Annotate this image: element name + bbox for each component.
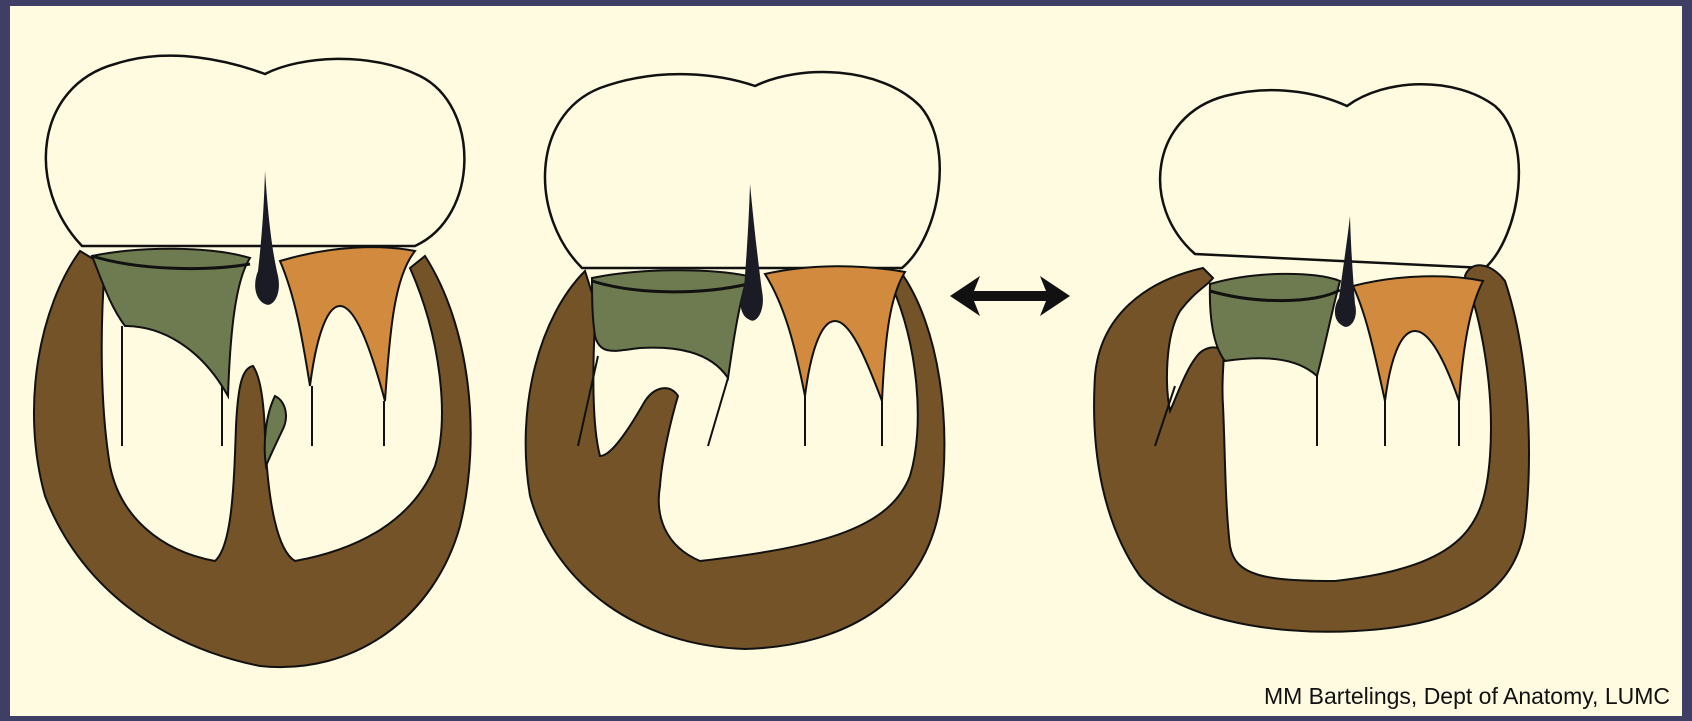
heart-diagram-3	[1085, 6, 1605, 716]
atria-outline	[46, 56, 465, 246]
diagram-canvas: MM Bartelings, Dept of Anatomy, LUMC	[10, 6, 1682, 716]
heart-diagram-2	[500, 6, 960, 716]
right-av-valve	[765, 266, 905, 401]
left-av-valve	[1210, 274, 1340, 376]
left-valve-leaflet	[265, 396, 286, 466]
heart-diagram-1	[10, 6, 510, 716]
double-headed-arrow-icon	[940, 271, 1080, 321]
atria-outline	[545, 72, 940, 268]
left-av-valve	[92, 249, 250, 396]
right-av-valve	[1353, 276, 1483, 401]
image-credit: MM Bartelings, Dept of Anatomy, LUMC	[1264, 683, 1670, 710]
atria-outline	[1160, 84, 1519, 268]
right-av-valve	[280, 247, 415, 401]
ventricular-myocardium	[34, 251, 471, 667]
